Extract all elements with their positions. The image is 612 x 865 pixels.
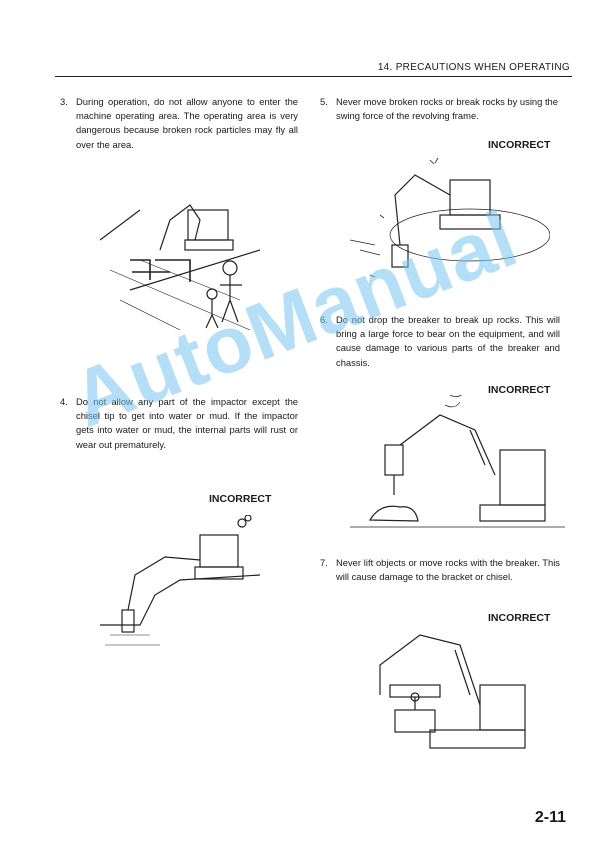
page-number: 2-11 (534, 809, 566, 826)
item-number: 3. (60, 96, 68, 107)
header-rule (55, 76, 572, 77)
item-text: Never lift objects or move rocks with th… (336, 557, 560, 583)
item-number: 7. (320, 557, 328, 568)
item-number: 5. (320, 96, 328, 107)
page-header-title: 14. PRECAUTIONS WHEN OPERATING (377, 62, 570, 73)
item-number: 4. (60, 396, 68, 407)
item-text: Never move broken rocks or break rocks b… (336, 96, 558, 122)
item-3: 3. During operation, do not allow anyone… (60, 95, 298, 152)
item-5: 5. Never move broken rocks or break rock… (320, 95, 558, 123)
illustration-lifting-objects (360, 625, 560, 760)
item-text: Do not allow any part of the impactor ex… (76, 396, 298, 450)
item-4: 4. Do not allow any part of the impactor… (60, 395, 298, 452)
incorrect-label: INCORRECT (488, 139, 551, 151)
incorrect-label: INCORRECT (488, 384, 551, 396)
item-7: 7. Never lift objects or move rocks with… (320, 556, 560, 584)
item-text: Do not drop the breaker to break up rock… (336, 314, 560, 368)
illustration-swing-force (340, 155, 550, 295)
illustration-operating-area (100, 190, 260, 330)
incorrect-label: INCORRECT (488, 612, 551, 624)
illustration-impactor-in-mud (100, 515, 260, 655)
illustration-dropping-breaker (350, 395, 565, 535)
item-6: 6. Do not drop the breaker to break up r… (320, 313, 560, 370)
incorrect-label: INCORRECT (209, 493, 272, 505)
item-number: 6. (320, 314, 328, 325)
item-text: During operation, do not allow anyone to… (76, 96, 298, 150)
